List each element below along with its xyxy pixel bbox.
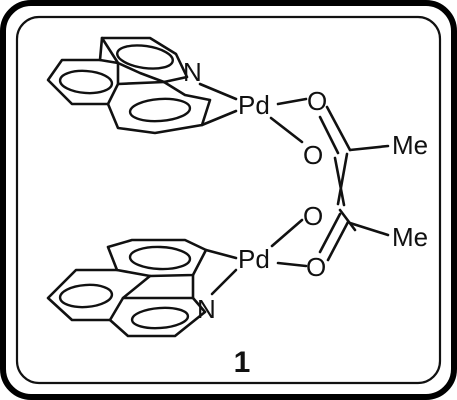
bridge-line-1 bbox=[333, 156, 346, 207]
inner-frame bbox=[15, 15, 442, 385]
atom-n-bottom: N bbox=[197, 294, 216, 324]
atom-o-bottom-2: O bbox=[306, 252, 326, 282]
atom-pd-bottom: Pd bbox=[238, 244, 270, 274]
bottom-benzoquinoline-ligand bbox=[46, 238, 208, 338]
atom-o-top-2: O bbox=[303, 140, 323, 170]
atom-o-top-1: O bbox=[307, 86, 327, 116]
bond-pd-o2-top bbox=[269, 116, 304, 144]
bond-o2-c-bottom-double bbox=[318, 212, 342, 254]
atom-n-top: N bbox=[183, 57, 202, 87]
compound-number: 1 bbox=[234, 346, 251, 379]
bond-c-pd-bottom bbox=[204, 248, 238, 260]
atom-me-bottom: Me bbox=[392, 222, 428, 252]
bond-o1-c-top-double bbox=[318, 115, 340, 155]
bond-c-o-bottom bbox=[338, 208, 357, 232]
bond-n-pd-top bbox=[198, 82, 238, 101]
top-benzoquinoline-ligand bbox=[46, 36, 212, 135]
bond-pd-o2-bottom bbox=[276, 261, 308, 268]
bond-pd-o1-bottom bbox=[270, 218, 304, 248]
bond-c-pd-top bbox=[200, 109, 238, 127]
bond-n-pd-bottom bbox=[210, 268, 238, 296]
atom-me-top: Me bbox=[392, 130, 428, 160]
bond-c-me-top bbox=[348, 144, 390, 152]
bond-pd-o1-top bbox=[276, 97, 308, 106]
bridge-line-2 bbox=[336, 152, 349, 206]
bond-c-me-bottom bbox=[348, 221, 390, 237]
bond-o1-c-top bbox=[325, 105, 352, 152]
atom-o-bottom-1: O bbox=[303, 201, 323, 231]
atom-pd-top: Pd bbox=[238, 90, 270, 120]
bond-o2-c-bottom bbox=[326, 220, 350, 262]
